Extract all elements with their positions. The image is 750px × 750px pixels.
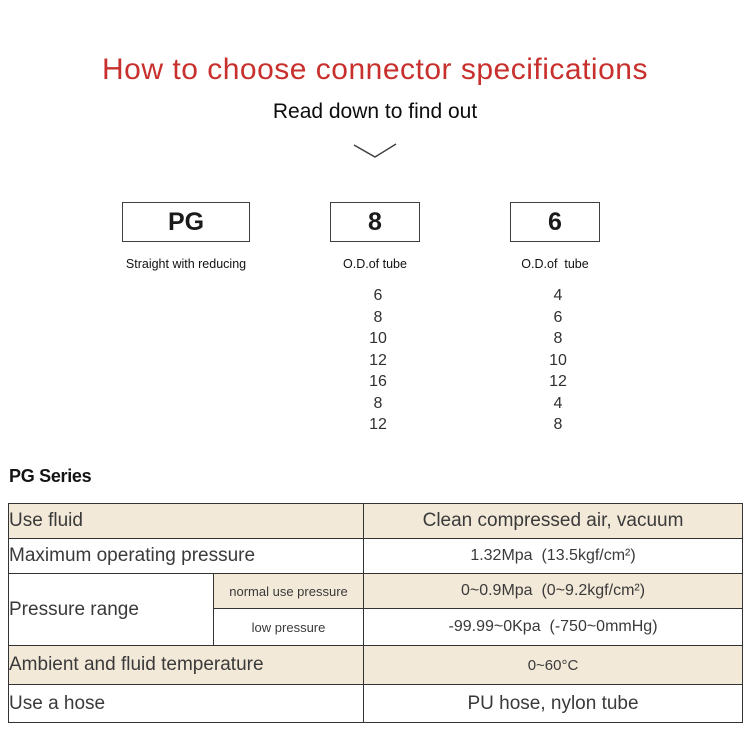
row-temperature-label: Ambient and fluid temperature [7, 645, 365, 685]
code-box-tube-od-2-text: 6 [548, 207, 562, 236]
size-option: 8 [553, 416, 563, 433]
row-hose-value: PU hose, nylon tube [363, 684, 744, 723]
row-pressure-range-label: Pressure range [8, 573, 214, 646]
code-box-pg-text: PG [167, 207, 205, 236]
size-option: 4 [553, 394, 563, 412]
row-use-fluid-value: Clean compressed air, vacuum [363, 503, 744, 539]
size-option: 8 [373, 308, 383, 326]
code-box-tube-od-2: 6 [510, 202, 600, 242]
row-temperature-value: 0~60°C [363, 645, 744, 685]
code-box-tube-od-1-text: 8 [368, 207, 382, 236]
size-option: 12 [549, 373, 567, 390]
page-title: How to choose connector specifications [102, 53, 648, 86]
row-low-pressure-label: low pressure [212, 608, 365, 646]
size-option: 8 [553, 330, 563, 347]
row-max-pressure-value: 1.32Mpa (13.5kgf/cm²) [363, 538, 744, 574]
size-option: 4 [553, 287, 563, 304]
size-option: 10 [369, 330, 387, 347]
row-hose-label: Use a hose [7, 684, 365, 723]
code-box-pg: PG [122, 202, 250, 242]
row-max-pressure-label: Maximum operating pressure [7, 538, 365, 574]
chevron-down-icon [352, 141, 398, 164]
size-option: 10 [549, 351, 567, 369]
series-heading: PG Series [9, 466, 92, 486]
page-subtitle: Read down to find out [272, 100, 478, 123]
row-normal-pressure-value: 0~0.9Mpa (0~9.2kgf/cm²) [363, 573, 744, 609]
size-option: 6 [553, 308, 563, 326]
size-option: 12 [369, 351, 387, 369]
size-options-tube-2: 4 6 8 10 12 4 8 [458, 285, 658, 436]
table-row: low pressure -99.99~0Kpa (-750~0mmHg) [9, 608, 744, 646]
size-option: 12 [369, 416, 387, 433]
code-box-tube-od-1: 8 [330, 202, 420, 242]
table-row: Maximum operating pressure 1.32Mpa (13.5… [7, 538, 744, 574]
row-use-fluid-label: Use fluid [7, 503, 365, 539]
code-box-tube-od-2-label: O.D.of tube [521, 257, 589, 271]
table-row: Ambient and fluid temperature 0~60°C [7, 645, 744, 685]
row-low-pressure-value: -99.99~0Kpa (-750~0mmHg) [363, 608, 744, 646]
table-row: Use a hose PU hose, nylon tube [7, 684, 744, 723]
table-row: Use fluid Clean compressed air, vacuum [7, 503, 744, 539]
spec-table: Use fluid Clean compressed air, vacuum M… [7, 503, 744, 723]
size-options-tube-1: 6 8 10 12 16 8 12 [278, 285, 478, 436]
table-row: Pressure range normal use pressure 0~0.9… [8, 573, 744, 646]
code-box-pg-label: Straight with reducing [125, 257, 247, 271]
row-normal-pressure-label: normal use pressure [212, 573, 365, 609]
size-option: 8 [373, 394, 383, 412]
size-option: 16 [369, 373, 387, 390]
size-option: 6 [373, 287, 383, 304]
code-box-tube-od-1-label: O.D.of tube [343, 257, 407, 271]
